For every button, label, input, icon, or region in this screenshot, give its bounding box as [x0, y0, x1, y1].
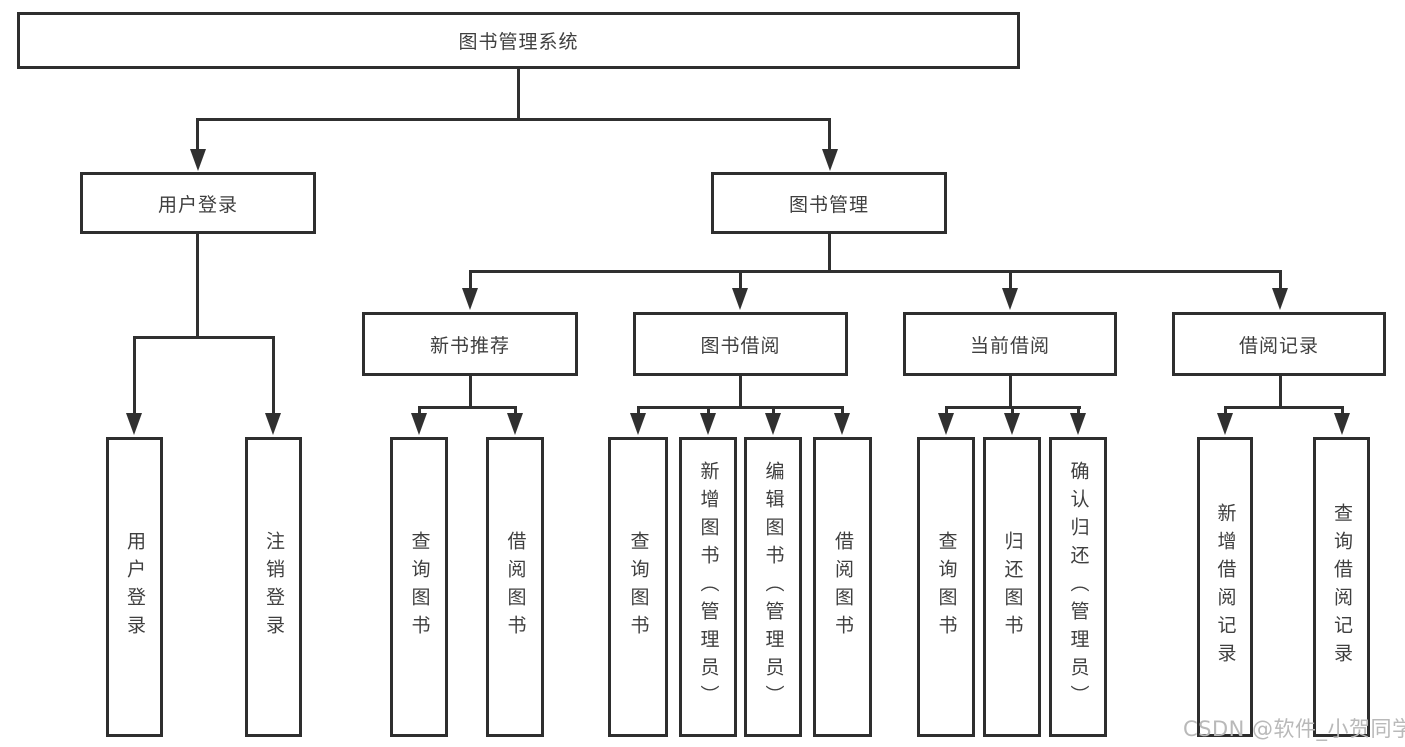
connector-line: [828, 118, 831, 154]
leaf-confirm-return-admin: 确认归还（管理员）: [1049, 437, 1107, 737]
connector-line: [841, 406, 844, 419]
connector-line: [1224, 406, 1344, 409]
connector-line: [469, 270, 1282, 273]
arrow-down-icon: [1217, 413, 1233, 435]
node-book-borrowing-label: 图书借阅: [700, 334, 781, 357]
node-borrowing-records-label: 借阅记录: [1238, 334, 1319, 357]
arrow-down-icon: [411, 413, 427, 435]
connector-line: [1011, 406, 1014, 419]
leaf-return-books-label: 归还图书: [1001, 531, 1024, 643]
connector-line: [828, 234, 831, 272]
node-new-book-recommend: 新书推荐: [362, 312, 578, 376]
arrow-down-icon: [1002, 288, 1018, 310]
connector-line: [1224, 406, 1227, 419]
leaf-return-books: 归还图书: [983, 437, 1041, 737]
leaf-query-books-borrow-label: 查询图书: [627, 531, 650, 643]
connector-line: [133, 336, 275, 339]
connector-line: [517, 69, 520, 120]
arrow-down-icon: [1004, 413, 1020, 435]
connector-line: [196, 234, 199, 338]
arrow-down-icon: [938, 413, 954, 435]
leaf-user-login-label: 用户登录: [124, 531, 146, 643]
leaf-logout-label: 注销登录: [263, 531, 285, 643]
connector-line: [197, 118, 831, 121]
connector-line: [1279, 270, 1282, 294]
node-borrowing-records: 借阅记录: [1172, 312, 1386, 376]
leaf-borrow-books-label: 借阅图书: [832, 531, 854, 643]
connector-line: [637, 406, 844, 409]
leaf-query-borrow-record: 查询借阅记录: [1313, 437, 1370, 737]
connector-line: [196, 118, 199, 154]
connector-line: [637, 406, 640, 419]
arrow-down-icon: [190, 149, 206, 171]
arrow-down-icon: [507, 413, 523, 435]
connector-line: [514, 406, 517, 419]
arrow-down-icon: [1334, 413, 1350, 435]
leaf-query-books-borrow: 查询图书: [608, 437, 668, 737]
node-library-system: 图书管理系统: [17, 12, 1020, 69]
node-current-borrowing-label: 当前借阅: [969, 334, 1050, 357]
leaf-add-borrow-record: 新增借阅记录: [1197, 437, 1253, 737]
arrow-down-icon: [700, 413, 716, 435]
leaf-borrow-books: 借阅图书: [813, 437, 872, 737]
node-library-system-label: 图书管理系统: [458, 31, 579, 53]
connector-line: [739, 376, 742, 408]
node-book-management-label: 图书管理: [788, 193, 869, 216]
connector-line: [772, 406, 775, 419]
leaf-add-borrow-record-label: 新增借阅记录: [1214, 503, 1237, 671]
arrow-down-icon: [1070, 413, 1086, 435]
leaf-edit-books-admin: 编辑图书（管理员）: [744, 437, 802, 737]
leaf-query-books-current-label: 查询图书: [935, 531, 958, 643]
leaf-add-books-admin: 新增图书（管理员）: [679, 437, 737, 737]
leaf-add-books-admin-label: 新增图书（管理员）: [697, 461, 720, 713]
connector-line: [1009, 376, 1012, 408]
node-user-login: 用户登录: [80, 172, 316, 234]
node-user-login-label: 用户登录: [157, 193, 238, 216]
leaf-query-books-current: 查询图书: [917, 437, 975, 737]
leaf-query-books-recommend-label: 查询图书: [408, 531, 431, 643]
arrow-down-icon: [630, 413, 646, 435]
arrow-down-icon: [265, 413, 281, 435]
leaf-query-borrow-record-label: 查询借阅记录: [1331, 503, 1353, 671]
node-book-borrowing: 图书借阅: [633, 312, 848, 376]
leaf-query-books-recommend: 查询图书: [390, 437, 448, 737]
csdn-watermark: CSDN @软件_小贺同学: [1183, 717, 1405, 741]
node-book-management: 图书管理: [711, 172, 947, 234]
arrow-down-icon: [1272, 288, 1288, 310]
leaf-confirm-return-admin-label: 确认归还（管理员）: [1067, 461, 1090, 713]
connector-line: [1341, 406, 1344, 419]
arrow-down-icon: [462, 288, 478, 310]
arrow-down-icon: [732, 288, 748, 310]
node-new-book-recommend-label: 新书推荐: [429, 334, 510, 357]
connector-line: [1009, 270, 1012, 294]
arrow-down-icon: [126, 413, 142, 435]
connector-line: [945, 406, 948, 419]
connector-line: [1279, 376, 1282, 408]
connector-line: [272, 336, 275, 419]
connector-line: [133, 336, 136, 419]
leaf-borrow-books-recommend: 借阅图书: [486, 437, 544, 737]
arrow-down-icon: [834, 413, 850, 435]
connector-line: [1077, 406, 1080, 419]
node-current-borrowing: 当前借阅: [903, 312, 1117, 376]
leaf-borrow-books-recommend-label: 借阅图书: [504, 531, 527, 643]
leaf-user-login: 用户登录: [106, 437, 163, 737]
connector-line: [469, 376, 472, 408]
connector-line: [739, 270, 742, 294]
leaf-edit-books-admin-label: 编辑图书（管理员）: [762, 461, 785, 713]
connector-line: [469, 270, 472, 294]
connector-line: [418, 406, 421, 419]
arrow-down-icon: [822, 149, 838, 171]
leaf-logout: 注销登录: [245, 437, 302, 737]
connector-line: [707, 406, 710, 419]
connector-line: [418, 406, 517, 409]
arrow-down-icon: [765, 413, 781, 435]
